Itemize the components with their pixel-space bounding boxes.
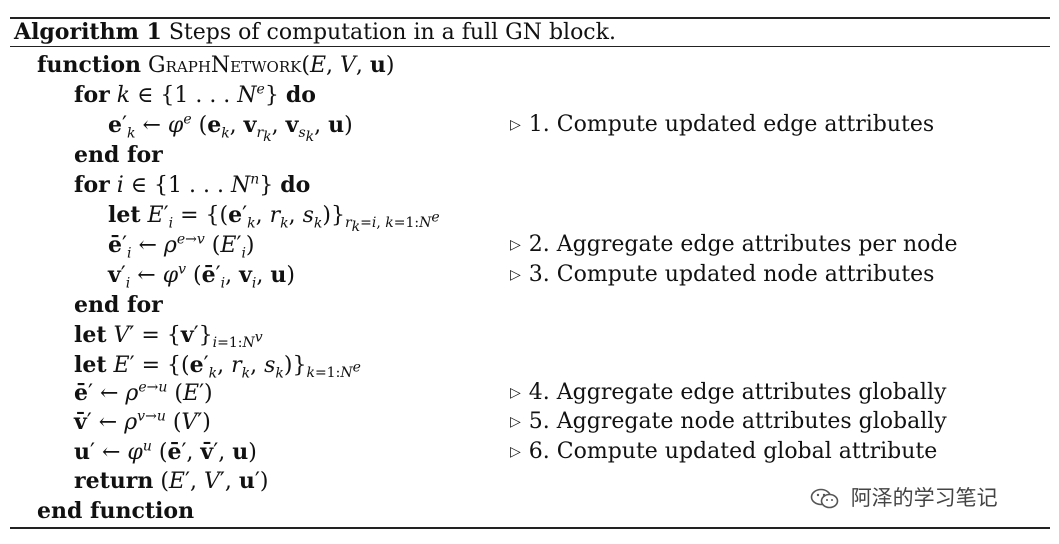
line-keyword: let [108,202,141,228]
triangle-right-icon: ▷ [510,414,521,430]
caption-text: Steps of computation in a full GN block. [168,20,616,45]
line-comment: ▷3. Compute updated node attributes [510,260,934,290]
line-keyword: for [74,82,110,108]
mid-rule [10,46,1050,47]
line-keyword: end for [74,292,163,318]
line-keyword: for [74,172,110,198]
bottom-rule [10,527,1050,529]
line-comment: ▷5. Aggregate node attributes globally [510,407,947,437]
watermark: 阿泽的学习笔记 [810,482,998,512]
triangle-right-icon: ▷ [510,444,521,460]
algorithm-caption: Algorithm 1 Steps of computation in a fu… [14,18,616,47]
wechat-icon [810,488,839,509]
line-keyword: end for [74,142,163,168]
line-keyword: function [37,52,142,78]
line-comment: ▷2. Aggregate edge attributes per node [510,230,957,260]
function-name: GraphNetwork [148,53,302,78]
triangle-right-icon: ▷ [510,237,521,253]
triangle-right-icon: ▷ [510,117,521,133]
line-keyword: end function [37,498,195,524]
line-comment: ▷1. Compute updated edge attributes [510,110,934,140]
triangle-right-icon: ▷ [510,385,521,401]
caption-prefix: Algorithm 1 [14,19,162,45]
top-rule [10,17,1050,19]
line-keyword: let [74,322,107,348]
triangle-right-icon: ▷ [510,267,521,283]
line-comment: ▷4. Aggregate edge attributes globally [510,378,946,408]
watermark-text: 阿泽的学习笔记 [850,486,998,510]
line-keyword: return [74,468,154,494]
line-comment: ▷6. Compute updated global attribute [510,437,937,467]
line-keyword: let [74,352,107,378]
